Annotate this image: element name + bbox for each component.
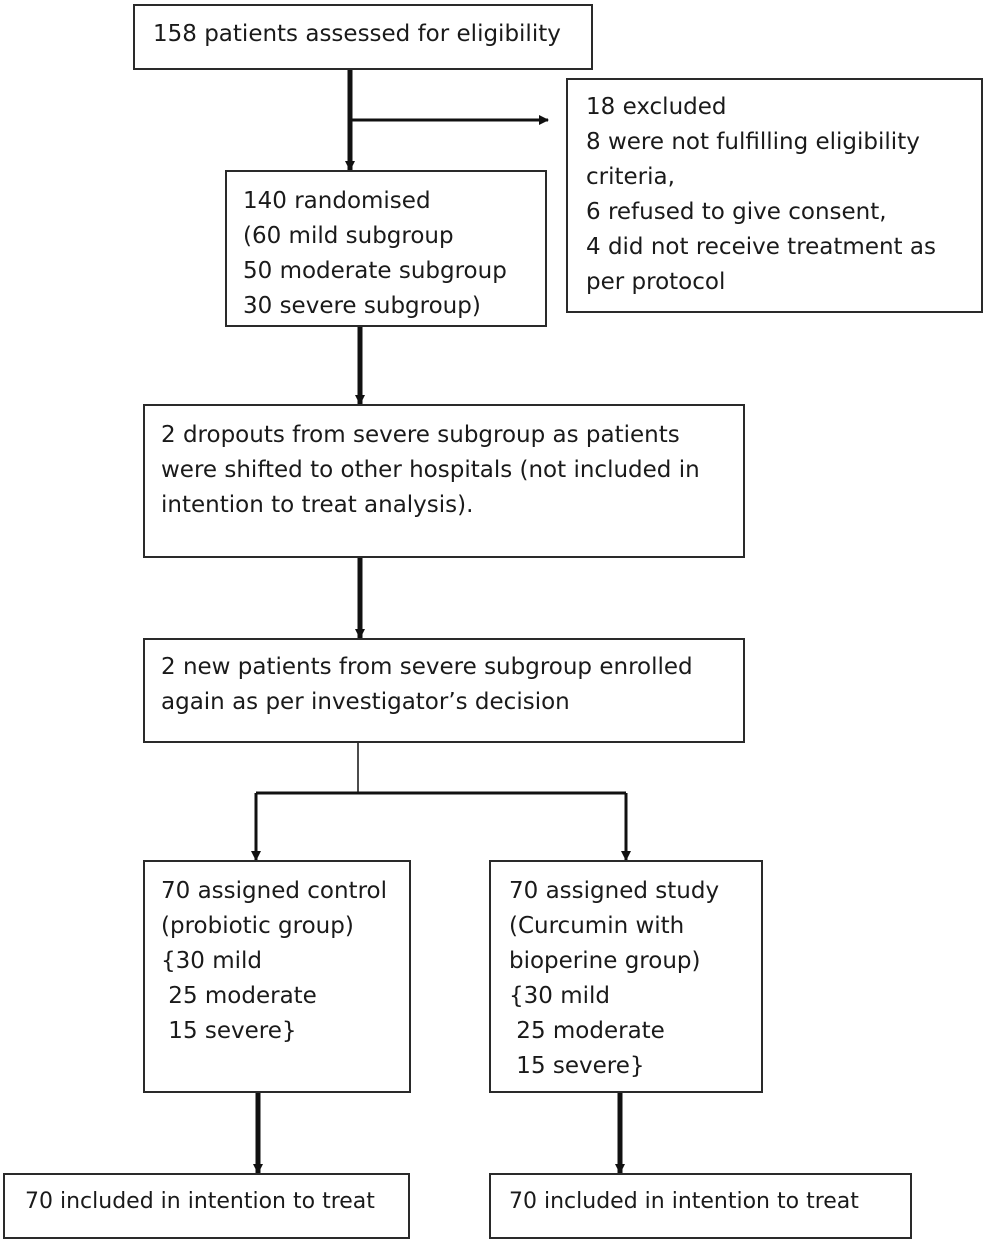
randomised-line: 140 randomised — [243, 188, 431, 214]
assessed-box: 158 patients assessed for eligibility — [133, 4, 593, 70]
itt-control-line: 70 included in intention to treat — [25, 1189, 375, 1214]
randomised-line: (60 mild subgroup — [243, 223, 454, 249]
study-line: 25 moderate — [509, 1018, 665, 1044]
assessed-line: 158 patients assessed for eligibility — [153, 21, 561, 47]
study-line: 15 severe} — [509, 1053, 645, 1079]
control-box: 70 assigned control (probiotic group) {3… — [143, 860, 411, 1093]
new-patients-line: again as per investigator’s decision — [161, 689, 570, 715]
dropouts-line: intention to treat analysis). — [161, 492, 474, 518]
excluded-line: 18 excluded — [586, 94, 727, 120]
itt-control-box: 70 included in intention to treat — [3, 1173, 410, 1239]
study-line: {30 mild — [509, 983, 610, 1009]
randomised-line: 50 moderate subgroup — [243, 258, 507, 284]
randomised-box: 140 randomised (60 mild subgroup 50 mode… — [225, 170, 547, 327]
control-line: 70 assigned control — [161, 878, 387, 904]
control-line: (probiotic group) — [161, 913, 354, 939]
dropouts-line: 2 dropouts from severe subgroup as patie… — [161, 422, 680, 448]
study-line: bioperine group) — [509, 948, 701, 974]
dropouts-box: 2 dropouts from severe subgroup as patie… — [143, 404, 745, 558]
control-line: 15 severe} — [161, 1018, 297, 1044]
itt-study-line: 70 included in intention to treat — [509, 1189, 859, 1214]
control-line: 25 moderate — [161, 983, 317, 1009]
new-patients-box: 2 new patients from severe subgroup enro… — [143, 638, 745, 743]
randomised-line: 30 severe subgroup) — [243, 293, 481, 319]
excluded-box: 18 excluded 8 were not fulfilling eligib… — [566, 78, 983, 313]
study-line: (Curcumin with — [509, 913, 685, 939]
excluded-line: 4 did not receive treatment as — [586, 234, 936, 260]
new-patients-line: 2 new patients from severe subgroup enro… — [161, 654, 693, 680]
excluded-line: criteria, — [586, 164, 675, 190]
study-line: 70 assigned study — [509, 878, 720, 904]
control-line: {30 mild — [161, 948, 262, 974]
excluded-line: 6 refused to give consent, — [586, 199, 887, 225]
itt-study-box: 70 included in intention to treat — [489, 1173, 912, 1239]
excluded-line: 8 were not fulfilling eligibility — [586, 129, 920, 155]
study-box: 70 assigned study (Curcumin with bioperi… — [489, 860, 763, 1093]
excluded-line: per protocol — [586, 269, 726, 295]
dropouts-line: were shifted to other hospitals (not inc… — [161, 457, 700, 483]
